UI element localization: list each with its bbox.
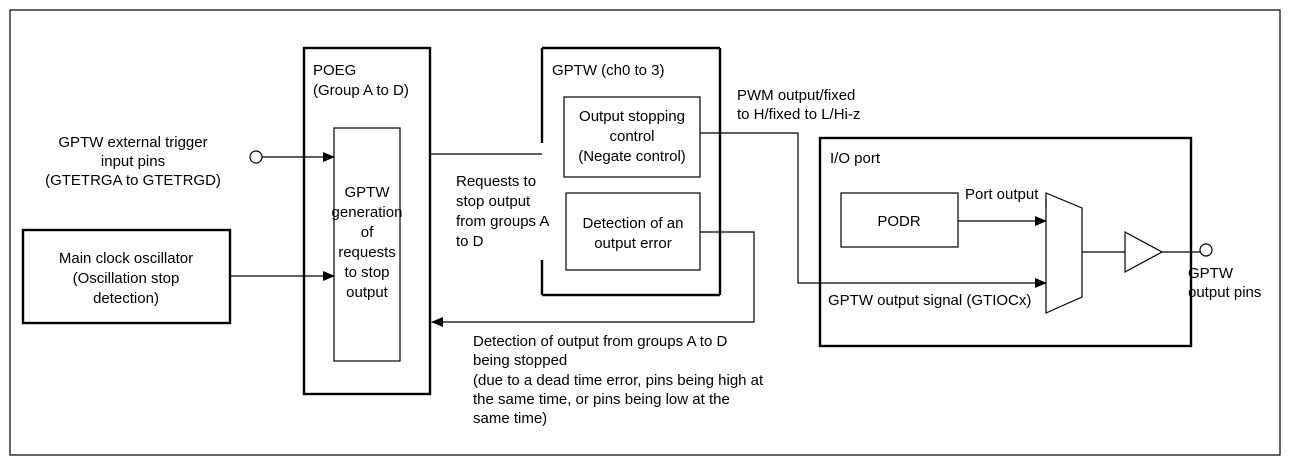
ext-trigger-label: GPTW external trigger input pins (GTETRG… xyxy=(45,134,221,189)
detection-error-line-2: output error xyxy=(594,235,672,252)
poeg-subtitle: (Group A to D) xyxy=(313,82,409,99)
output-buffer xyxy=(1124,230,1164,274)
diagram-frame xyxy=(9,9,1281,456)
main-clock-oscillator-block: Main clock oscillator (Oscillation stop … xyxy=(21,228,232,325)
main-clock-line-1: Main clock oscillator xyxy=(59,250,193,267)
output-stopping-line-1: Output stopping xyxy=(579,108,685,125)
detection-stopped-label: Detection of output from groups A to D b… xyxy=(473,333,764,427)
detection-stopped-line-1: Detection of output from groups A to D xyxy=(473,333,727,350)
output-multiplexer xyxy=(1045,192,1083,314)
podr-label: PODR xyxy=(877,213,921,230)
requests-stop-line-4: to D xyxy=(456,233,484,250)
gptw-output-pin xyxy=(1199,243,1213,257)
poeg-inner-line-1: GPTW xyxy=(345,184,391,201)
port-output-label: Port output xyxy=(965,186,1039,203)
detection-stopped-line-5: same time) xyxy=(473,410,547,427)
ext-trigger-line-2: input pins xyxy=(101,153,165,170)
gptw-block: GPTW (ch0 to 3) xyxy=(540,46,722,297)
detection-stopped-line-3: (due to a dead time error, pins being hi… xyxy=(473,372,764,389)
requests-stop-line-2: stop output xyxy=(456,193,531,210)
detection-stopped-line-4: the same time, or pins being low at the xyxy=(473,391,730,408)
detection-feedback-arrow xyxy=(431,231,755,327)
poeg-inner-line-4: requests xyxy=(338,244,396,261)
gptw-output-signal-arrow xyxy=(700,132,1047,288)
requests-stop-line-1: Requests to xyxy=(456,173,536,190)
poeg-block: POEG (Group A to D) xyxy=(302,46,432,396)
requests-stop-label: Requests to stop output from groups A to… xyxy=(452,168,554,260)
ext-trigger-pin xyxy=(249,150,263,164)
poeg-inner-line-2: generation xyxy=(332,204,403,221)
gptw-title: GPTW (ch0 to 3) xyxy=(552,62,665,79)
detection-error-line-1: Detection of an xyxy=(583,215,684,232)
output-stopping-control-block: Output stopping control (Negate control) xyxy=(563,96,701,178)
ext-trigger-line-3: (GTETRGA to GTETRGD) xyxy=(45,172,221,189)
poeg-inner-line-6: output xyxy=(346,284,389,301)
gptw-output-signal-bg xyxy=(823,291,1041,311)
pwm-output-line-1: PWM output/fixed xyxy=(737,87,855,104)
gptw-output-signal-label: GPTW output signal (GTIOCx) xyxy=(828,292,1031,309)
detection-stopped-line-2: being stopped xyxy=(473,352,567,369)
pwm-output-line-2: to H/fixed to L/Hi-z xyxy=(737,106,860,123)
gptw-output-pins-line-1: GPTW xyxy=(1188,265,1234,282)
poeg-title: POEG xyxy=(313,62,356,79)
gptw-output-pins-line-2: output pins xyxy=(1188,284,1261,301)
poeg-request-generation-block: GPTW generation of requests to stop outp… xyxy=(332,127,403,362)
podr-block: PODR xyxy=(840,192,959,248)
io-port-title: I/O port xyxy=(830,150,881,167)
ext-trigger-line-1: GPTW external trigger xyxy=(58,134,207,151)
main-clock-line-2: (Oscillation stop xyxy=(73,270,180,287)
output-stopping-line-2: control xyxy=(609,128,654,145)
main-clock-line-3: detection) xyxy=(93,290,159,307)
output-stopping-line-3: (Negate control) xyxy=(578,148,686,165)
poeg-inner-line-3: of xyxy=(361,224,374,241)
requests-stop-line-3: from groups A xyxy=(456,213,549,230)
pwm-output-label: PWM output/fixed to H/fixed to L/Hi-z xyxy=(737,87,860,123)
io-port-block: I/O port xyxy=(818,136,1193,348)
poeg-inner-line-5: to stop xyxy=(344,264,389,281)
gptw-output-pins-label: GPTW output pins xyxy=(1188,265,1261,301)
